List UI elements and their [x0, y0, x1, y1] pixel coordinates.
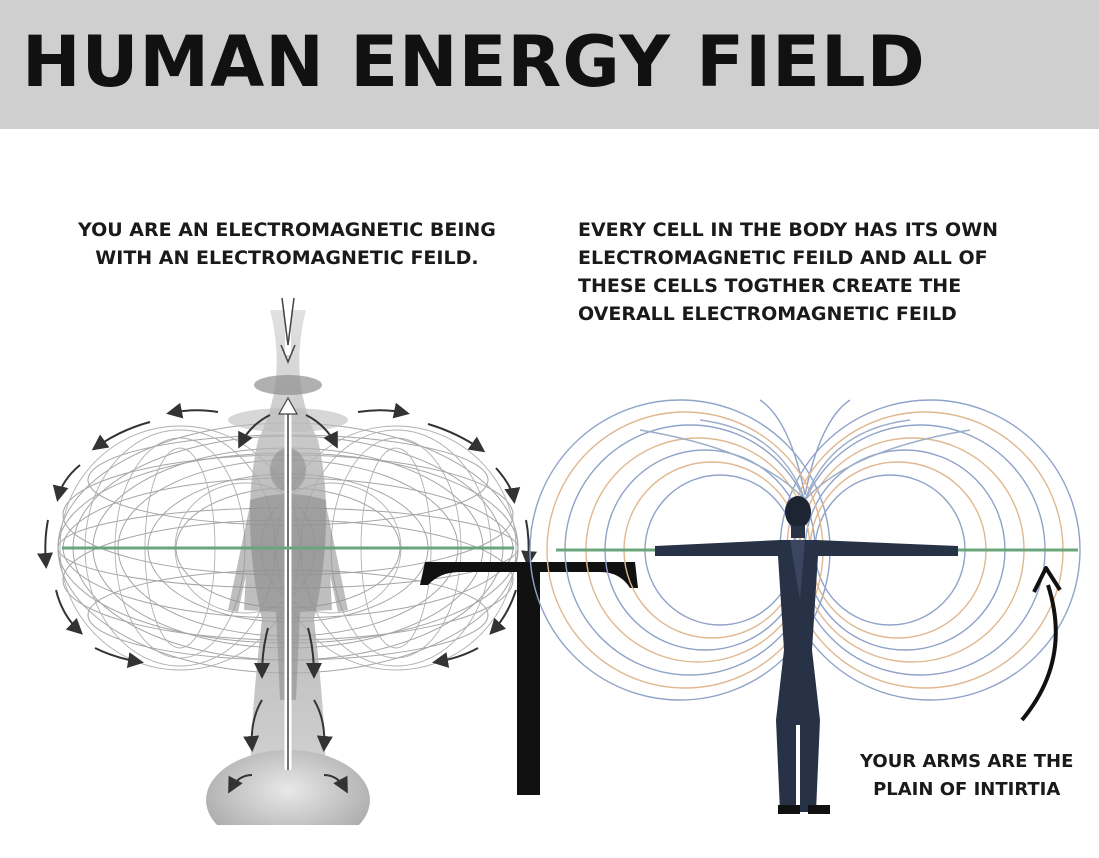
- caption-right-line: ELECTROMAGNETIC FEILD AND ALL OF: [578, 247, 988, 269]
- caption-right-line: THESE CELLS TOGTHER CREATE THE: [578, 275, 962, 297]
- header-bar: [0, 0, 1099, 129]
- human-figure: [655, 496, 958, 814]
- caption-right-line: OVERALL ELECTROMAGNETIC FEILD: [578, 303, 957, 325]
- caption-left-line: WITH AN ELECTROMAGNETIC FEILD.: [95, 247, 479, 269]
- caption-left: YOU ARE AN ELECTROMAGNETIC BEING WITH AN…: [78, 216, 496, 272]
- caption-left-line: YOU ARE AN ELECTROMAGNETIC BEING: [78, 219, 496, 241]
- caption-arms-line: YOUR ARMS ARE THE: [860, 751, 1074, 772]
- caption-arms-line: PLAIN OF INTIRTIA: [873, 779, 1061, 800]
- caption-right: EVERY CELL IN THE BODY HAS ITS OWN ELECT…: [578, 216, 998, 328]
- caption-right-line: EVERY CELL IN THE BODY HAS ITS OWN: [578, 219, 999, 241]
- curved-arrow-icon: [1020, 566, 1062, 722]
- page-title: HUMAN ENERGY FIELD: [22, 21, 926, 103]
- t-letter-glyph: [420, 562, 638, 795]
- torus-diagram: [37, 292, 538, 858]
- caption-arms: YOUR ARMS ARE THE PLAIN OF INTIRTIA: [860, 748, 1073, 804]
